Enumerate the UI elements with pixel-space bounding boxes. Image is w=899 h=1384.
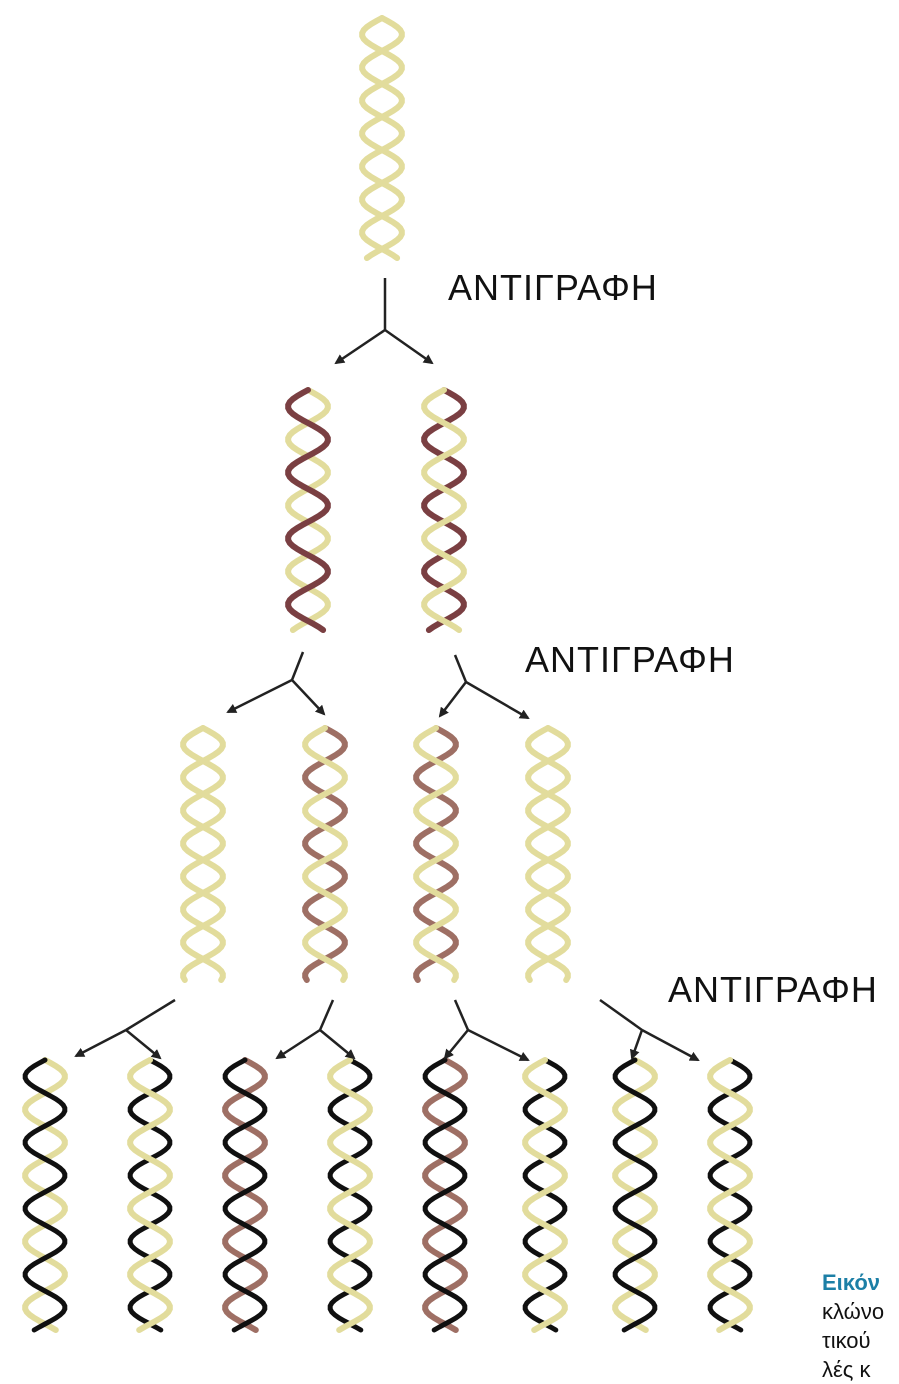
generation-3-helix-1 — [25, 1060, 65, 1330]
dna-replication-diagram: ΑΝΤΙΓΡΑΦΗ ΑΝΤΙΓΡΑΦΗ ΑΝΤΙΓΡΑΦΗ — [0, 0, 899, 1337]
caption-line-3: λές κ — [822, 1355, 899, 1384]
replication-arrow-right-5 — [320, 1030, 354, 1058]
replication-arrow-left-2 — [228, 680, 292, 712]
caption-line-1: κλώνο — [822, 1297, 899, 1326]
generation-2-helix-1 — [183, 728, 223, 980]
replication-fork-stem-4 — [126, 1000, 175, 1030]
generation-1-helix-1 — [288, 390, 328, 630]
generation-3-helix-8 — [710, 1060, 750, 1330]
generation-1-helix-2 — [424, 390, 464, 630]
generation-2-helix-2 — [305, 728, 345, 980]
replication-fork-stem-3 — [455, 655, 466, 682]
replication-arrow-left-3 — [440, 682, 466, 716]
generation-3-helix-3 — [225, 1060, 265, 1330]
replication-fork-stem-6 — [455, 1000, 468, 1030]
replication-arrow-right-2 — [292, 680, 324, 714]
generation-2-helix-3 — [416, 728, 456, 980]
replication-label-3: ΑΝΤΙΓΡΑΦΗ — [668, 969, 878, 1010]
replication-arrow-left-1 — [336, 330, 385, 363]
generation-3-helix-4 — [330, 1060, 370, 1330]
replication-arrow-left-7 — [632, 1030, 642, 1058]
figure-caption: Εικόν κλώνο τικού λές κ — [822, 1268, 899, 1384]
replication-arrow-left-4 — [76, 1030, 126, 1056]
generation-3-helix-6 — [525, 1060, 565, 1330]
caption-title: Εικόν — [822, 1268, 899, 1297]
replication-fork-stem-5 — [320, 1000, 333, 1030]
replication-arrow-left-5 — [277, 1030, 320, 1058]
parent-helix-1 — [362, 18, 402, 258]
generation-2-helix-4 — [528, 728, 568, 980]
replication-label-1: ΑΝΤΙΓΡΑΦΗ — [448, 267, 658, 308]
generation-3-helix-2 — [130, 1060, 170, 1330]
generation-3-helix-5 — [425, 1060, 465, 1330]
replication-arrow-left-6 — [445, 1030, 468, 1058]
replication-fork-stem-7 — [600, 1000, 642, 1030]
generation-3-helix-7 — [615, 1060, 655, 1330]
replication-arrow-right-6 — [468, 1030, 528, 1060]
replication-arrow-right-3 — [466, 682, 528, 718]
replication-arrow-right-4 — [126, 1030, 160, 1058]
caption-line-2: τικού — [822, 1326, 899, 1355]
replication-arrow-right-1 — [385, 330, 432, 363]
replication-label-2: ΑΝΤΙΓΡΑΦΗ — [525, 639, 735, 680]
replication-fork-stem-2 — [292, 652, 303, 680]
replication-arrow-right-7 — [642, 1030, 698, 1060]
